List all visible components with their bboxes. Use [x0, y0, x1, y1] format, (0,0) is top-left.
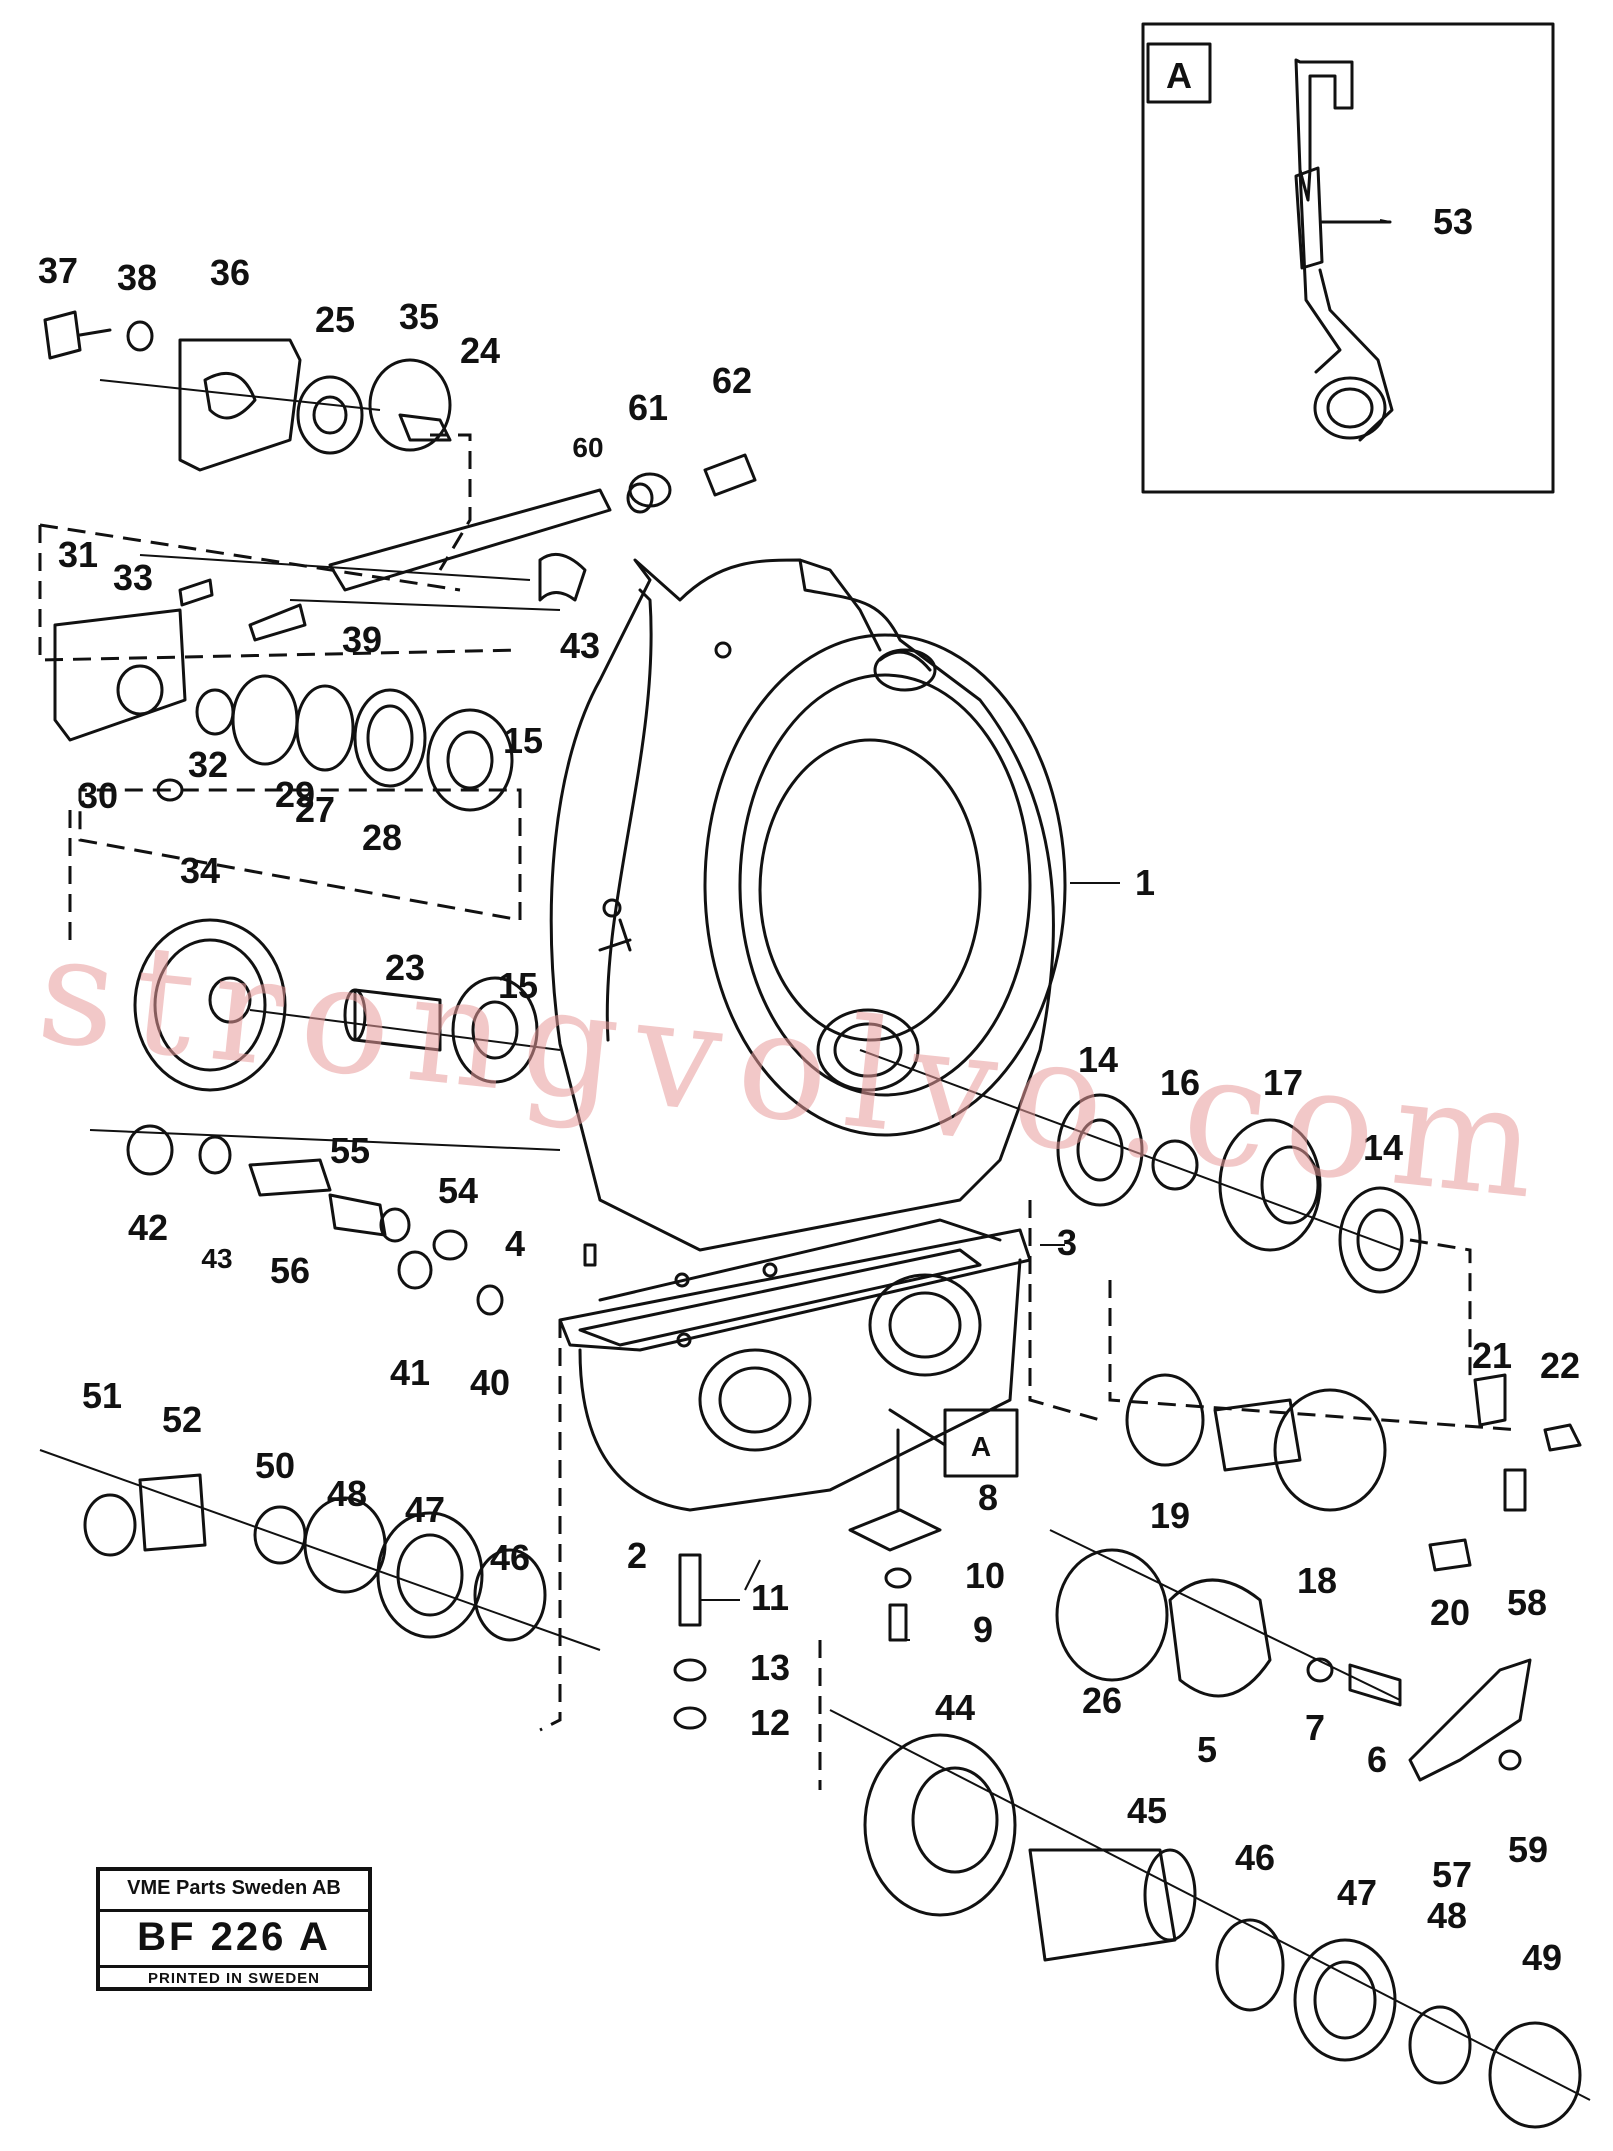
part-number-label: 47: [405, 1489, 445, 1530]
part-number-label: 54: [438, 1170, 478, 1211]
leader-lines: [700, 219, 1391, 1641]
part-number-label: 20: [1430, 1592, 1470, 1633]
detail-callout-box: A: [888, 1408, 1019, 1512]
part-number-label: 56: [270, 1250, 310, 1291]
part-number-label: 57: [1432, 1854, 1472, 1895]
part-number-label: 58: [1507, 1582, 1547, 1623]
detail-a-label: A: [1166, 55, 1192, 96]
part-number-label: 42: [128, 1207, 168, 1248]
part-number-label: 45: [1127, 1790, 1167, 1831]
part-number-label: 59: [1508, 1829, 1548, 1870]
part-number-label: 5: [1197, 1729, 1217, 1770]
part-number-label: 60: [572, 432, 603, 463]
part-number-label: 30: [78, 775, 118, 816]
part-number-label: 15: [503, 720, 543, 761]
part-number-label: 50: [255, 1445, 295, 1486]
part-number-label: 36: [210, 252, 250, 293]
part-number-label: 14: [1363, 1127, 1403, 1168]
detail-callout-label: A: [971, 1431, 991, 1462]
part-number-label: 6: [1367, 1739, 1387, 1780]
part-number-label: 52: [162, 1399, 202, 1440]
part-number-label: 38: [117, 257, 157, 298]
assembly-lines: [38, 379, 1591, 2101]
part-number-label: 16: [1160, 1062, 1200, 1103]
part-number-label: 23: [385, 947, 425, 988]
part-number-label: 51: [82, 1375, 122, 1416]
part-number-label: 33: [113, 557, 153, 598]
part-number-label: 47: [1337, 1872, 1377, 1913]
part-number-label: 32: [188, 744, 228, 785]
part-number-label: 53: [1433, 201, 1473, 242]
part-number-label: 12: [750, 1702, 790, 1743]
part-number-label: 10: [965, 1555, 1005, 1596]
part-number-label: 46: [490, 1537, 530, 1578]
part-number-label: 14: [1078, 1039, 1118, 1080]
part-number-label: 37: [38, 250, 78, 291]
part-number-label: 61: [628, 387, 668, 428]
part-number-label: 3: [1057, 1222, 1077, 1263]
part-number-label: 40: [470, 1362, 510, 1403]
part-number-label: 17: [1263, 1062, 1303, 1103]
title-divider: [100, 1965, 368, 1968]
part-number-label: 19: [1150, 1495, 1190, 1536]
detail-a-inset: A: [1141, 22, 1555, 494]
title-divider: [100, 1909, 368, 1912]
part-number-label: 34: [180, 850, 220, 891]
part-number-label: 44: [935, 1687, 975, 1728]
part-number-label: 29: [275, 774, 315, 815]
part-number-label: 41: [390, 1352, 430, 1393]
title-code: BF 226 A: [137, 1915, 331, 1959]
watermark-text: strongvolvo.com: [30, 902, 1561, 1234]
part-number-label: 18: [1297, 1560, 1337, 1601]
part-number-label: 9: [973, 1609, 993, 1650]
part-number-label: 22: [1540, 1345, 1580, 1386]
part-number-label: 7: [1305, 1707, 1325, 1748]
part-number-label: 55: [330, 1130, 370, 1171]
lower-housing: [558, 1218, 1032, 1512]
small-parts: [43, 310, 1582, 2129]
part-number-label: 1: [1135, 862, 1155, 903]
flywheel-housing: [549, 558, 1067, 1252]
part-number-label: 15: [498, 965, 538, 1006]
part-number-label: 43: [201, 1243, 232, 1274]
part-number-label: 8: [978, 1477, 998, 1518]
part-number-label: 49: [1522, 1937, 1562, 1978]
title-printed: PRINTED IN SWEDEN: [147, 1970, 320, 1987]
title-block: VME Parts Sweden AB BF 226 A PRINTED IN …: [96, 1867, 372, 1991]
part-number-label: 46: [1235, 1837, 1275, 1878]
part-number-label: 62: [712, 360, 752, 401]
part-number-label: 48: [327, 1473, 367, 1514]
part-number-label: 28: [362, 817, 402, 858]
part-number-label: 11: [751, 1577, 789, 1618]
part-number-label: 13: [750, 1647, 790, 1688]
part-number-label: 43: [560, 625, 600, 666]
part-number-label: 31: [58, 534, 98, 575]
part-number-label: 21: [1472, 1335, 1512, 1376]
part-number-label: 39: [342, 619, 382, 660]
part-number-label: 4: [505, 1223, 525, 1264]
part-number-label: 27: [295, 789, 335, 830]
part-number-label: 25: [315, 299, 355, 340]
part-number-label: 35: [399, 296, 439, 337]
part-number-label: 26: [1082, 1680, 1122, 1721]
part-number-label: 48: [1427, 1895, 1467, 1936]
part-number-label: 24: [460, 330, 500, 371]
title-company: VME Parts Sweden AB: [127, 1877, 341, 1899]
part-number-label: 2: [627, 1535, 647, 1576]
